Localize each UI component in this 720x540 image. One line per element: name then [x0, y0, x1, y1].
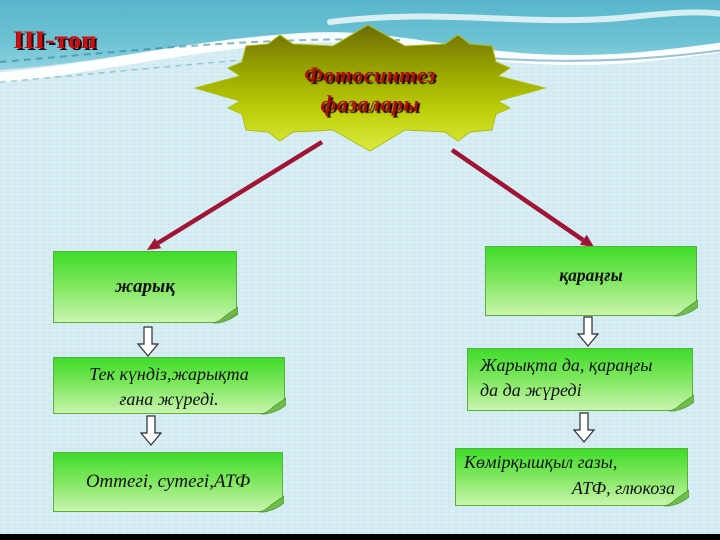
connector-arrow-right	[450, 148, 594, 247]
dark-description-line2: да да жүреді	[480, 380, 582, 400]
light-phase-label: жарық	[115, 276, 175, 297]
light-phase-products-box: Оттегі, сутегі,АТФ	[53, 452, 284, 513]
folded-corner-icon	[672, 299, 698, 317]
light-phase-box: жарық	[53, 251, 238, 324]
group-label: III-топ	[14, 27, 98, 54]
header-swoosh-top	[327, 9, 720, 25]
light-products-label: Оттегі, сутегі,АТФ	[85, 471, 251, 492]
dark-phase-description-box: Жарықта да, қараңғы да да жүреді	[467, 348, 694, 412]
down-arrow-icon	[576, 316, 600, 347]
down-arrow-icon	[139, 415, 163, 446]
header-line-dashed	[0, 38, 401, 63]
folded-corner-icon	[668, 394, 694, 412]
down-arrow-icon	[572, 412, 596, 443]
dark-products-line2: АТФ, глюкоза	[571, 478, 675, 498]
dark-products-line1: Көмірқышқыл газы,	[464, 452, 618, 472]
dark-phase-box: қараңғы	[485, 246, 698, 317]
bottom-letterbox-bar	[0, 534, 720, 540]
dark-description-line1: Жарықта да, қараңғы	[480, 355, 653, 375]
folded-corner-icon	[260, 397, 286, 415]
starburst-title-line2: фазалары	[320, 91, 420, 116]
light-description-line1: Тек күндіз,жарықта	[89, 364, 249, 384]
folded-corner-icon	[258, 495, 284, 513]
dark-phase-products-box: Көмірқышқыл газы, АТФ, глюкоза	[455, 448, 689, 507]
starburst-title-line1: Фотосинтез	[304, 62, 436, 87]
down-arrow-icon	[136, 326, 160, 357]
starburst-shape	[193, 24, 547, 152]
connector-arrow-left	[147, 140, 324, 250]
light-description-line2: ғана жүреді.	[119, 389, 219, 409]
folded-corner-icon	[212, 306, 238, 324]
folded-corner-icon	[663, 489, 689, 507]
dark-phase-label: қараңғы	[559, 264, 623, 285]
starburst-title: Фотосинтез фазалары	[245, 60, 495, 118]
light-phase-description-box: Тек күндіз,жарықта ғана жүреді.	[53, 357, 286, 415]
